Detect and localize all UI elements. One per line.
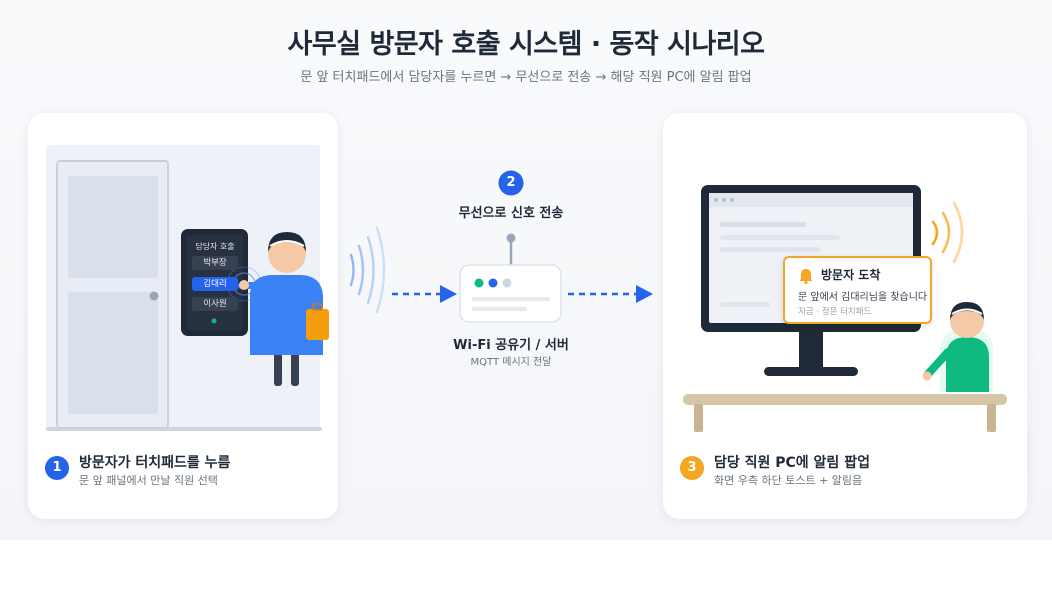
step2-number: 2 (506, 175, 516, 190)
router-title: Wi-Fi 공유기 / 서버 (453, 338, 569, 353)
step3-title: 담당 직원 PC에 알림 팝업 (714, 455, 870, 471)
step3-desc: 화면 우측 하단 토스트 + 알림음 (714, 474, 863, 487)
step1-desc: 문 앞 패널에서 만날 직원 선택 (79, 474, 218, 487)
page-subtitle: 문 앞 터치패드에서 담당자를 누르면 → 무선으로 전송 → 해당 직원 PC… (300, 70, 752, 85)
step2-title: 무선으로 신호 전송 (458, 206, 564, 221)
touchpad-button-1[interactable]: 김대리 (192, 277, 238, 291)
toast-meta: 지금 · 정문 터치패드 (798, 307, 872, 317)
touchpad-button-2[interactable]: 이사원 (192, 297, 238, 311)
toast-title: 방문자 도착 (821, 268, 881, 282)
toast-message: 문 앞에서 김대리님을 찾습니다 (798, 292, 928, 303)
touchpad-button-0[interactable]: 박부장 (192, 256, 238, 270)
touchpad-header: 담당자 호출 (195, 242, 235, 251)
bell-icon (799, 269, 813, 284)
page-title: 사무실 방문자 호출 시스템 · 동작 시나리오 (287, 29, 765, 60)
notification-toast[interactable]: 방문자 도착 문 앞에서 김대리님을 찾습니다 지금 · 정문 터치패드 (783, 256, 932, 324)
step3-number-badge: 3 (680, 456, 704, 480)
router-subtitle: MQTT 메시지 전달 (470, 357, 552, 368)
step1-number-badge: 1 (45, 456, 69, 480)
step1-title: 방문자가 터치패드를 누름 (79, 455, 231, 471)
